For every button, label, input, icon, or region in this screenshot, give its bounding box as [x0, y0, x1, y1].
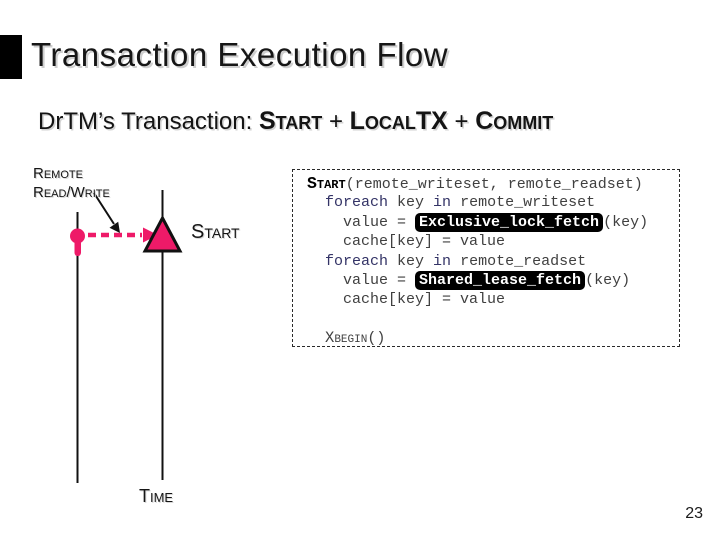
title-bullet-square [0, 35, 22, 79]
code-text: (key) [585, 271, 631, 289]
subtitle-prefix: DrTM’s Transaction: [38, 108, 259, 135]
code-text: (key) [603, 213, 649, 231]
subtitle-plus: + [322, 108, 350, 135]
start-event-label: Start [191, 221, 240, 243]
code-line: foreach key in remote_readset [307, 252, 679, 271]
code-keyword-foreach: foreach [325, 252, 389, 270]
code-keyword-in: in [433, 194, 452, 212]
code-text: () [367, 330, 386, 348]
code-text: cache[key] = value [307, 291, 506, 309]
code-text: key [388, 194, 434, 212]
code-text: key [388, 252, 434, 270]
start-pseudocode-box: Start(remote_writeset, remote_readset) f… [292, 169, 680, 347]
code-highlight-shared-lease-fetch: Shared_lease_fetch [415, 270, 586, 290]
page-number: 23 [685, 505, 703, 522]
code-line: Xbegin() [307, 329, 679, 348]
code-xbegin-call: Xbegin [325, 329, 368, 348]
code-highlight-exclusive-lock-fetch: Exclusive_lock_fetch [415, 212, 604, 232]
code-line: value = Exclusive_lock_fetch(key) [307, 212, 679, 232]
code-text: remote_readset [451, 252, 587, 270]
code-text: value = [307, 271, 416, 289]
code-indent [307, 253, 325, 270]
slide-title: Transaction Execution Flow [31, 36, 449, 73]
start-triangle-marker [142, 214, 183, 253]
code-indent [307, 330, 325, 347]
code-keyword-foreach: foreach [325, 194, 389, 212]
code-start-keyword: Start [307, 174, 346, 193]
remote-label-line1: Remote [33, 165, 83, 182]
annotation-arrow [93, 192, 120, 233]
slide-subtitle: DrTM’s Transaction: Start + LocalTX + Co… [38, 107, 553, 136]
remote-label-line2: Read/Write [33, 184, 110, 201]
time-axis-label: Time [139, 486, 174, 506]
subtitle-term-localtx: LocalTX [349, 107, 448, 135]
code-text: cache[key] = value [307, 233, 506, 251]
subtitle-plus: + [447, 108, 476, 135]
event-pin-marker [70, 228, 85, 256]
code-line-blank [307, 310, 679, 329]
code-text: value = [307, 213, 416, 231]
code-keyword-in: in [433, 252, 452, 270]
code-text: remote_writeset [451, 194, 596, 212]
code-indent [307, 194, 325, 211]
code-line: cache[key] = value [307, 290, 679, 309]
remote-access-dashed-arrow [88, 227, 158, 243]
subtitle-term-start: Start [258, 107, 323, 135]
code-line: foreach key in remote_writeset [307, 193, 679, 212]
subtitle-term-commit: Commit [475, 107, 554, 135]
code-line: value = Shared_lease_fetch(key) [307, 270, 679, 290]
remote-read-write-label: Remote Read/Write [33, 164, 110, 202]
code-line: Start(remote_writeset, remote_readset) [307, 174, 679, 193]
code-text: (remote_writeset, remote_readset) [345, 176, 643, 193]
code-line: cache[key] = value [307, 232, 679, 251]
